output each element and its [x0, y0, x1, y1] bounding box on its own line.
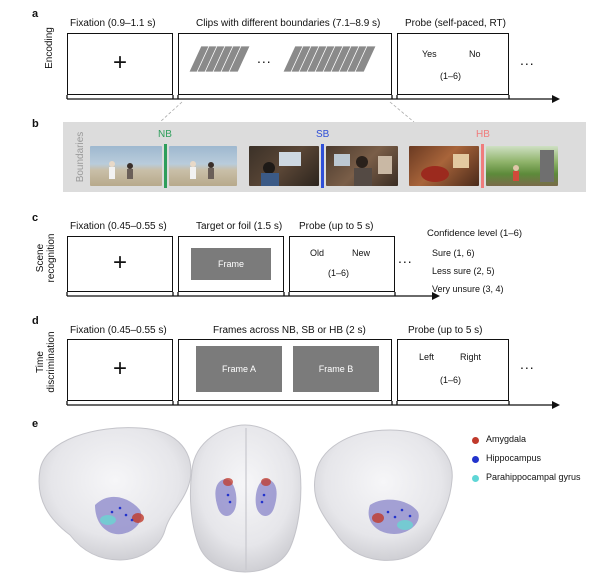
probe-scale-c: (1–6): [328, 268, 350, 278]
nb-photo-before: [90, 146, 162, 186]
nb-label: NB: [158, 129, 172, 140]
office-scene-image: [261, 152, 301, 186]
encoding-timeline-arrow: [66, 95, 560, 123]
office-scene-image-2: [334, 154, 392, 186]
confidence-less-sure: Less sure (2, 5): [432, 266, 495, 276]
nb-photo-after: [169, 146, 237, 186]
clips-header: Clips with different boundaries (7.1–8.9…: [196, 18, 381, 29]
sb-photo-before: [249, 146, 319, 186]
frames-header: Frames across NB, SB or HB (2 s): [213, 325, 366, 336]
frames-box: Frame A Frame B: [178, 339, 392, 401]
frame-a: Frame A: [196, 346, 282, 392]
children-beach-image-2: [190, 161, 214, 179]
amygdala-swatch-icon: [472, 437, 479, 444]
brain-lateral-right-icon: [313, 429, 453, 561]
discrimination-ellipsis: ...: [520, 356, 535, 372]
probe-new: New: [352, 248, 371, 258]
nb-divider: [164, 144, 167, 188]
hb-divider: [481, 144, 484, 188]
fixation-cross-icon-d: +: [113, 355, 128, 382]
panel-letter-d: d: [32, 315, 39, 327]
legend-parahippocampal: Parahippocampal gyrus: [486, 472, 581, 482]
clip-stack-icon: [188, 45, 377, 73]
recognition-ellipsis: ...: [398, 250, 413, 266]
probe-no: No: [469, 49, 481, 59]
target-box: Frame: [178, 236, 284, 292]
fixation-box-d: +: [67, 339, 173, 401]
garden-scene-image: [513, 150, 554, 182]
hippocampus-swatch-icon: [472, 456, 479, 463]
parahippocampal-swatch-icon: [472, 475, 479, 482]
panel-letter-c: c: [32, 212, 39, 224]
panel-letter-a: a: [32, 8, 39, 20]
fixation-box: +: [67, 33, 173, 95]
target-header: Target or foil (1.5 s): [196, 221, 283, 232]
confidence-very-unsure: Very unsure (3, 4): [432, 284, 504, 294]
probe-old: Old: [310, 248, 325, 258]
boundaries-band: Boundaries NB SB: [63, 122, 586, 192]
probe-box-c: Old New (1–6): [289, 236, 395, 292]
confidence-title: Confidence level (1–6): [427, 228, 523, 239]
probe-scale: (1–6): [440, 71, 462, 81]
fixation-cross-icon-c: +: [113, 249, 128, 276]
target-frame: Frame: [191, 248, 271, 280]
encoding-ellipsis: ...: [520, 52, 535, 68]
hb-label: HB: [476, 129, 490, 140]
frame-b: Frame B: [293, 346, 379, 392]
probe-box-d: Left Right (1–6): [397, 339, 509, 401]
probe-header-c: Probe (up to 5 s): [299, 221, 374, 232]
sb-label: SB: [316, 129, 330, 140]
brain-frontal-view-icon: [189, 424, 302, 573]
probe-left: Left: [419, 352, 435, 362]
discrimination-timeline-arrow: [66, 401, 560, 409]
probe-scale-d: (1–6): [440, 375, 462, 385]
clips-box: ...: [178, 33, 392, 95]
hb-photo-after: [486, 146, 558, 186]
panel-letter-b: b: [32, 118, 39, 130]
legend-amygdala: Amygdala: [486, 434, 527, 444]
sb-photo-after: [326, 146, 398, 186]
clips-ellipsis: ...: [257, 50, 272, 66]
sb-divider: [321, 144, 324, 188]
probe-yes: Yes: [422, 49, 437, 59]
children-beach-image: [109, 161, 133, 179]
hb-photo-before: [409, 146, 479, 186]
fixation-cross-icon: +: [113, 49, 128, 76]
fixation-header-d: Fixation (0.45–0.55 s): [70, 325, 167, 336]
probe-header-d: Probe (up to 5 s): [408, 325, 483, 336]
fixation-box-c: +: [67, 236, 173, 292]
fixation-header: Fixation (0.9–1.1 s): [70, 18, 156, 29]
brain-lateral-left-icon: [38, 427, 192, 561]
legend-hippocampus: Hippocampus: [486, 453, 542, 463]
living-room-image: [421, 154, 469, 182]
probe-header: Probe (self-paced, RT): [405, 18, 506, 29]
probe-box: Yes No (1–6): [397, 33, 509, 95]
panel-letter-e: e: [32, 418, 39, 430]
probe-right: Right: [460, 352, 482, 362]
recognition-timeline-arrow: [66, 292, 440, 300]
confidence-sure: Sure (1, 6): [432, 248, 475, 258]
fixation-header-c: Fixation (0.45–0.55 s): [70, 221, 167, 232]
